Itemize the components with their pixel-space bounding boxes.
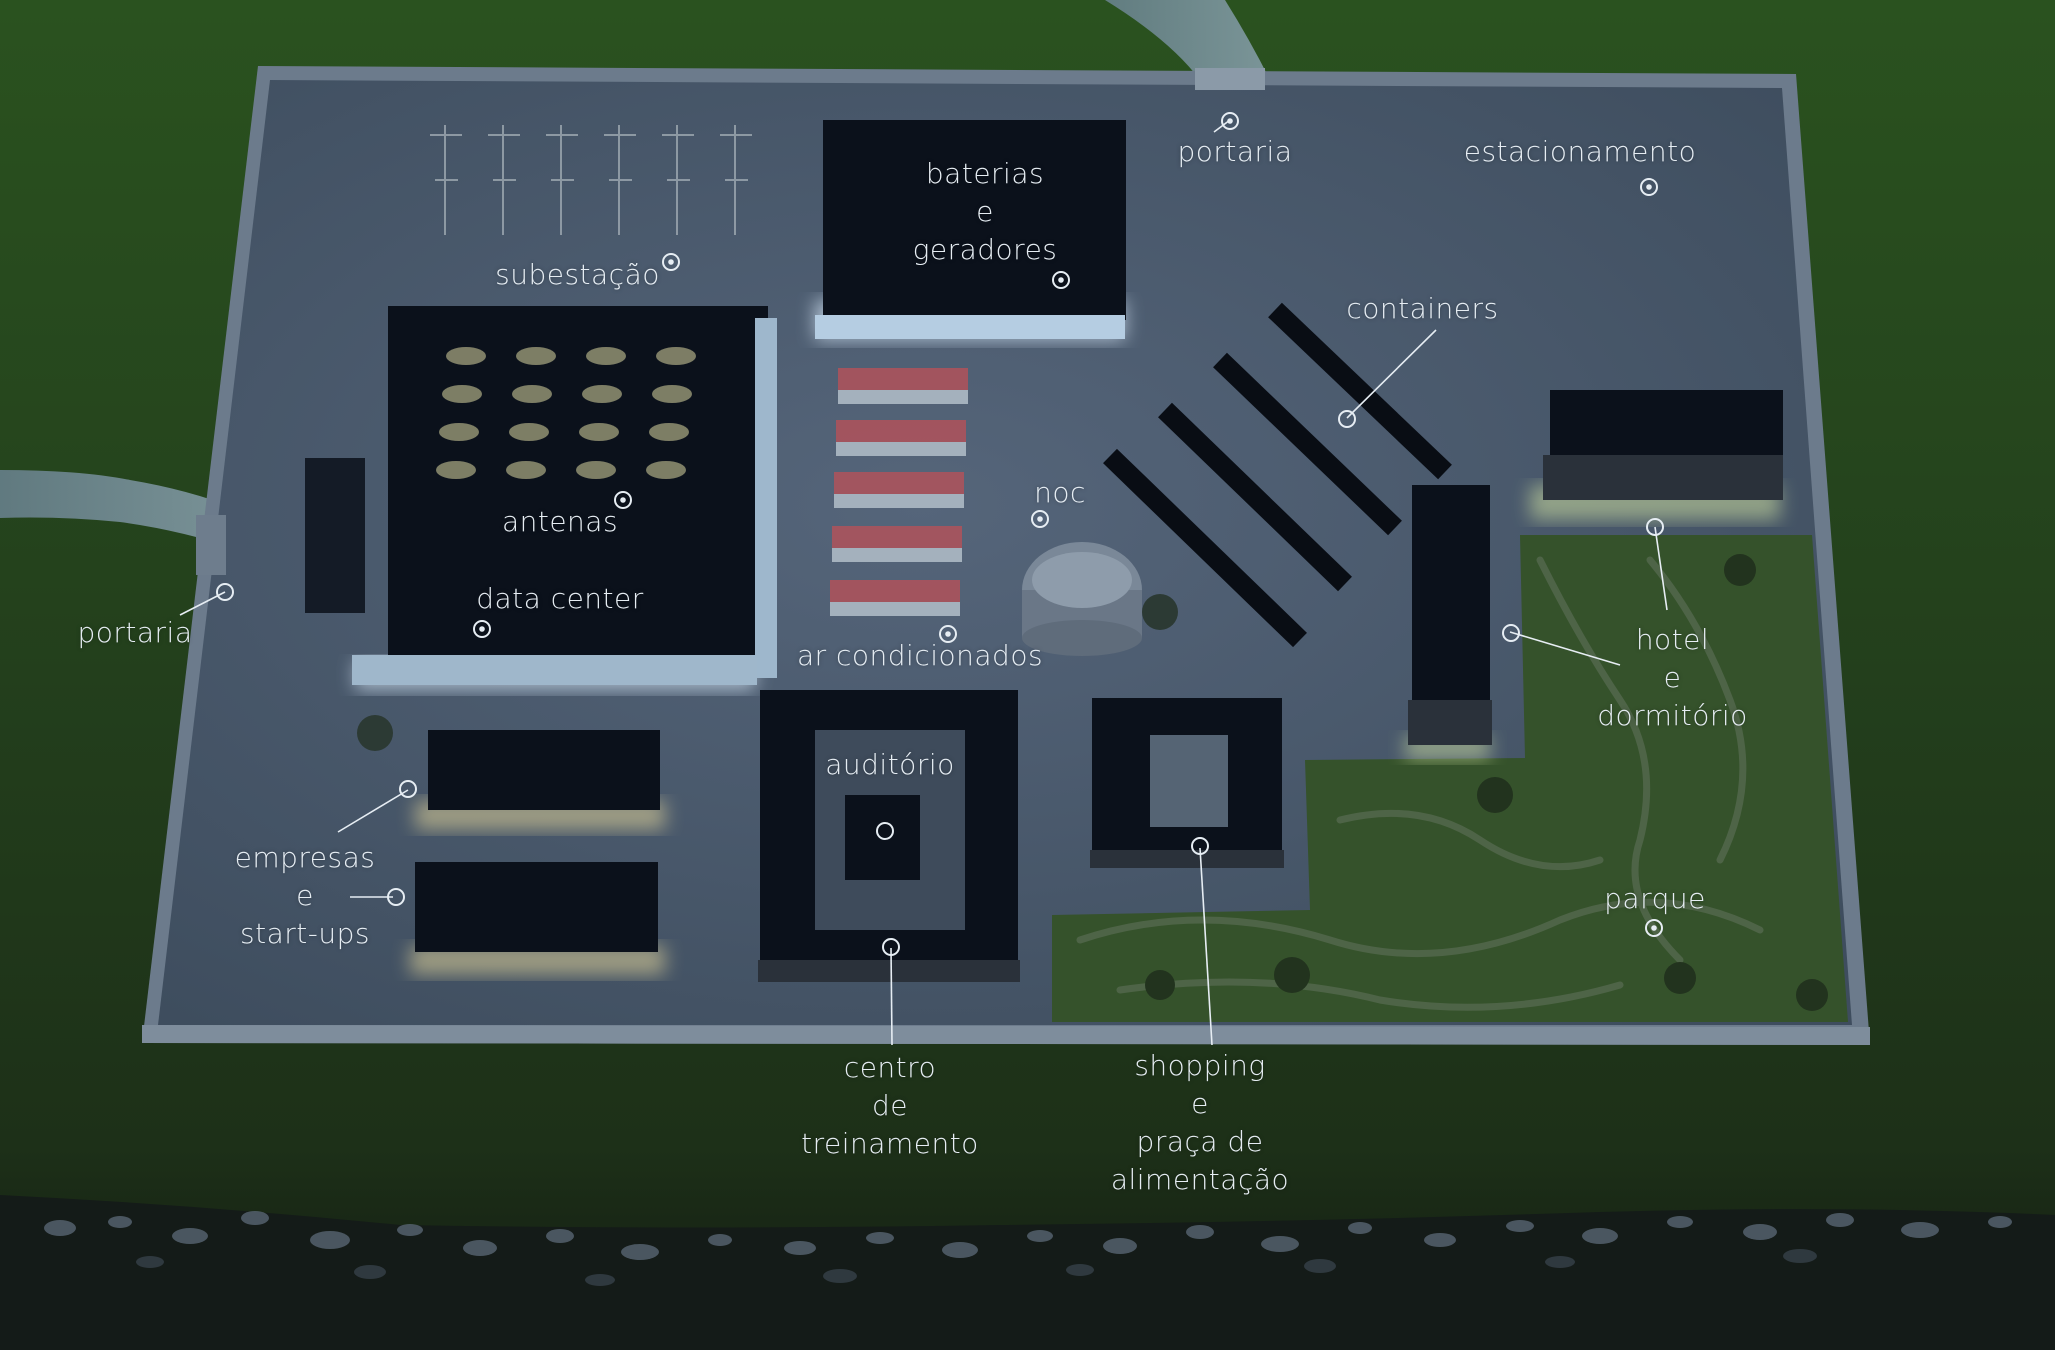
site-wall-front: [142, 1025, 1870, 1045]
air-conditioner-units: [830, 368, 968, 602]
label-auditorio: auditório: [825, 748, 955, 781]
leader-lines: [179, 119, 1668, 1046]
label-portaria-left: portaria: [77, 616, 193, 649]
tree: [1142, 594, 1178, 630]
label-ar-condicionados: ar condicionados: [796, 639, 1044, 672]
noc-building: [1022, 542, 1142, 656]
park-area: [1052, 535, 1848, 1022]
label-empresas-startups: empresas e start-ups: [234, 841, 376, 950]
rocky-shore: [0, 1195, 2055, 1350]
label-subestacao: subestação: [495, 258, 660, 291]
gate-top: [1195, 68, 1265, 90]
label-shopping-alimentacao: shopping e praça de alimentação: [1110, 1049, 1290, 1196]
building-centro-treinamento: [758, 690, 1020, 982]
building-baterias: [815, 120, 1126, 340]
substation-towers: [430, 125, 752, 235]
building-empresas: [410, 730, 665, 975]
river-top: [1105, 0, 1270, 80]
label-containers: containers: [1346, 292, 1499, 325]
label-portaria-top: portaria: [1177, 135, 1293, 168]
container-rows: [1103, 302, 1452, 648]
building-shopping: [1090, 698, 1284, 868]
label-data-center: data center: [476, 582, 644, 615]
label-noc: noc: [1034, 476, 1086, 509]
gate-left: [196, 515, 226, 575]
tree: [357, 715, 393, 751]
antenna-dishes: [436, 347, 696, 479]
label-hotel-dormitorio: hotel e dormitório: [1597, 623, 1748, 732]
target-marker-icon: [216, 112, 1664, 956]
building-hotel: [1405, 390, 1783, 760]
label-centro-treinamento: centro de treinamento: [801, 1051, 979, 1160]
label-parque: parque: [1604, 882, 1706, 915]
river-left: [0, 470, 240, 550]
label-antenas: antenas: [501, 505, 619, 538]
label-baterias-geradores: baterias e geradores: [912, 157, 1058, 266]
label-estacionamento: estacionamento: [1463, 135, 1697, 168]
building-data-center: [305, 306, 777, 690]
